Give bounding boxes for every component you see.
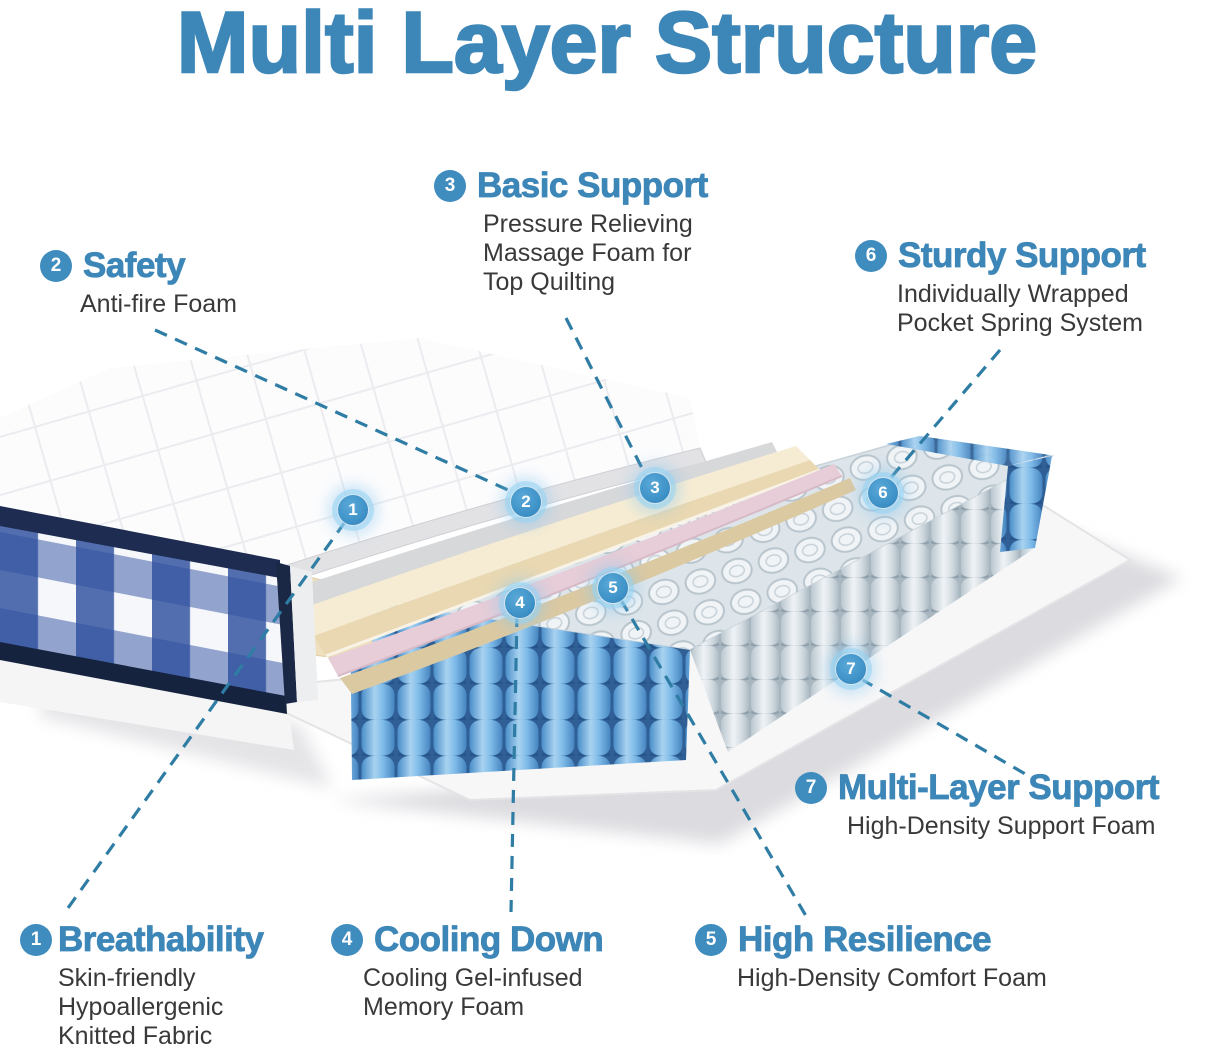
connector-7	[860, 677, 1035, 781]
callout-heading-sturdy-support: Sturdy Support	[898, 236, 1147, 276]
callout-line: Knitted Fabric	[58, 1022, 213, 1050]
callout-high-resilience: 5 High Resilience High-Density Comfort F…	[695, 920, 1047, 993]
pink-foam-layer	[328, 464, 842, 676]
quilted-top-cover	[0, 338, 700, 568]
number-badge-5: 5	[695, 924, 727, 956]
connector-5	[619, 599, 808, 917]
number-badge-6: 6	[855, 240, 887, 272]
callout-heading-multi-layer-support: Multi-Layer Support	[838, 768, 1160, 808]
cream-foam-edge	[314, 460, 820, 656]
connector-3	[564, 317, 648, 477]
callout-line: High-Density Comfort Foam	[737, 964, 1047, 992]
callout-basic-support: 3 Basic Support Pressure Relieving Massa…	[434, 166, 709, 297]
callout-heading-breathability: Breathability	[58, 920, 265, 960]
callout-line: Massage Foam for	[483, 239, 692, 267]
number-badge-2: 2	[40, 250, 72, 282]
callout-line: Top Quilting	[483, 268, 616, 296]
fabric-block	[0, 506, 318, 714]
marker-7: 7	[835, 653, 867, 685]
callout-heading-cooling-down: Cooling Down	[374, 920, 605, 960]
number-badge-7: 7	[795, 772, 827, 804]
callout-multi-layer-support: 7 Multi-Layer Support High-Density Suppo…	[795, 768, 1160, 841]
marker-4: 4	[504, 587, 536, 619]
callout-line: Cooling Gel-infused	[363, 964, 583, 992]
marker-2: 2	[510, 486, 542, 518]
connector-4	[509, 613, 519, 913]
callout-line: High-Density Support Foam	[847, 812, 1156, 840]
callout-line: Hypoallergenic	[58, 993, 224, 1021]
spring-side-face	[690, 456, 1052, 752]
callout-sturdy-support: 6 Sturdy Support Individually Wrapped Po…	[855, 236, 1147, 338]
callout-line: Pressure Relieving	[483, 210, 693, 238]
callout-cooling-down: 4 Cooling Down Cooling Gel-infused Memor…	[331, 920, 605, 1022]
marker-3: 3	[639, 472, 671, 504]
callout-safety: 2 Safety Anti-fire Foam	[40, 246, 237, 319]
callout-line: Memory Foam	[363, 993, 525, 1021]
connector-6	[886, 348, 1002, 483]
callout-heading-high-resilience: High Resilience	[738, 920, 992, 960]
cream-foam-top	[298, 446, 810, 636]
callout-line: Pocket Spring System	[897, 309, 1143, 337]
callout-line: Anti-fire Foam	[80, 290, 237, 318]
number-badge-3: 3	[434, 170, 466, 202]
marker-5: 5	[597, 572, 629, 604]
callout-breathability: 1 Breathability Skin-friendly Hypoallerg…	[20, 920, 264, 1051]
marker-6: 6	[867, 477, 899, 509]
callout-line: Skin-friendly	[58, 964, 196, 992]
callout-heading-basic-support: Basic Support	[477, 166, 709, 206]
number-badge-4: 4	[331, 924, 363, 956]
page-title: Multi Layer Structure	[176, 0, 1039, 92]
spring-front-face-blue	[350, 598, 690, 780]
callout-heading-safety: Safety	[83, 246, 186, 286]
marker-1: 1	[337, 494, 369, 526]
connector-lines	[66, 317, 1035, 917]
callout-line: Individually Wrapped	[897, 280, 1129, 308]
number-badge-1: 1	[20, 924, 52, 956]
